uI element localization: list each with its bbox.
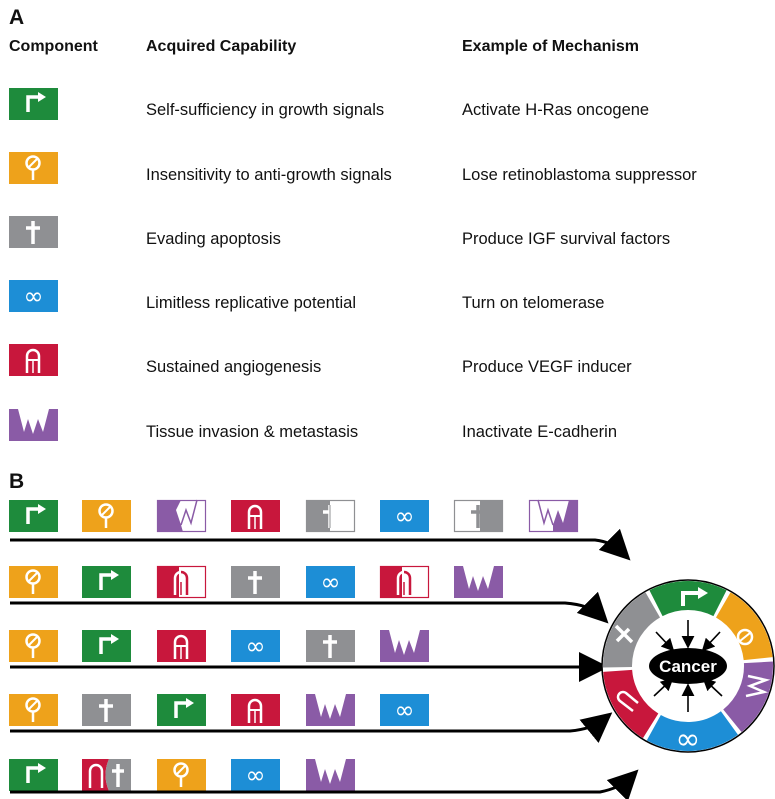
mechanism-text: Inactivate E-cadherin: [462, 423, 618, 441]
cancer-ellipse: [649, 648, 727, 684]
vessel-cross-combined-icon: [82, 759, 131, 791]
hub-stop-bar: [739, 632, 751, 642]
cancer-label: Cancer: [659, 657, 717, 676]
hub-anti-growth-segment: [716, 592, 773, 661]
capability-text: Tissue invasion & metastasis: [146, 423, 359, 441]
capability-text: Self-sufficiency in growth signals: [146, 101, 385, 119]
pathways: ∞ ∞ ∞ ∞ ∞: [9, 499, 579, 791]
infinity-icon: ∞: [231, 630, 280, 662]
mechanism-text: Lose retinoblastoma suppressor: [462, 166, 697, 184]
hub-infinity-glyph: ∞: [676, 722, 701, 757]
capability-text: Evading apoptosis: [146, 230, 281, 248]
mechanism-text: Activate H-Ras oncogene: [462, 101, 650, 119]
hub-inner-arrow: [655, 631, 675, 652]
capability-text: Limitless replicative potential: [146, 294, 357, 312]
stop-icon: [9, 694, 58, 726]
hub-inner-arrow: [653, 677, 674, 697]
growth-icon: [9, 500, 58, 532]
capability-header: Acquired Capability: [146, 38, 297, 55]
infinity-icon: ∞: [306, 566, 355, 598]
vessel-partial-icon: [156, 565, 207, 599]
hub-stop-glyph: [736, 628, 754, 646]
mechanism-text: Produce IGF survival factors: [462, 230, 671, 248]
anti-growth-stop-sign-icon: [9, 152, 58, 184]
mechanism-header: Example of Mechanism: [462, 38, 639, 55]
hub-growth-glyph: [681, 591, 700, 606]
stop-icon: [157, 759, 206, 791]
hub-angiogenesis-segment: [603, 669, 659, 739]
svg-text:∞: ∞: [321, 568, 341, 596]
svg-text:∞: ∞: [395, 502, 415, 530]
svg-text:∞: ∞: [246, 632, 266, 660]
invasion-icon: [306, 759, 355, 791]
hub-inner-arrow: [702, 677, 723, 697]
vessel-icon: [231, 694, 280, 726]
hub-inner-arrow: [701, 631, 721, 652]
panel-a-label: A: [9, 6, 25, 29]
growth-icon: [9, 759, 58, 791]
vessel-icon: [231, 500, 280, 532]
svg-text:∞: ∞: [246, 761, 266, 789]
capability-text: Sustained angiogenesis: [146, 358, 322, 376]
component-icons: ∞: [9, 88, 58, 441]
capability-text: Insensitivity to anti-growth signals: [146, 166, 392, 184]
growth-icon: [157, 694, 206, 726]
cancer-hub: ∞ Cancer: [601, 579, 775, 757]
invasion-icon: [306, 694, 355, 726]
infinity-icon: ∞: [380, 694, 429, 726]
hub-vessel-glyph: [616, 690, 639, 712]
hub-growth-segment: [649, 581, 727, 617]
invasion-icon: [454, 566, 503, 598]
hub-apoptosis-segment: [603, 592, 660, 668]
apoptosis-cross-icon: [9, 216, 58, 248]
vessel-icon: [157, 630, 206, 662]
hub-cross-bar: [615, 627, 631, 643]
pathway-arrow: [10, 528, 631, 561]
cross-icon: [231, 566, 280, 598]
mechanism-text: Turn on telomerase: [462, 294, 605, 312]
hub-growth-arrowhead: [698, 587, 708, 599]
growth-icon: [82, 566, 131, 598]
invasion-partial-icon: [156, 499, 207, 533]
growth-icon: [82, 630, 131, 662]
stop-icon: [82, 500, 131, 532]
stop-icon: [9, 566, 58, 598]
pathway-arrow: [10, 712, 613, 744]
invasion-icon: [380, 630, 429, 662]
hub-invasion-glyph: [745, 674, 771, 698]
growth-signal-arrow-icon: [9, 88, 58, 120]
panel-b-label: B: [9, 470, 25, 493]
svg-text:∞: ∞: [395, 696, 415, 724]
cross-icon: [306, 630, 355, 662]
hub-infinity-segment: [646, 711, 738, 751]
component-header: Component: [9, 38, 98, 55]
invasion-zigzag-icon: [9, 409, 58, 441]
angiogenesis-vessel-icon: [9, 344, 58, 376]
pathway-arrows: [10, 528, 639, 799]
cross-icon: [82, 694, 131, 726]
stop-icon: [9, 630, 58, 662]
vessel-partial2-icon: [379, 565, 430, 599]
mechanism-text: Produce VEGF inducer: [462, 358, 632, 376]
svg-text:∞: ∞: [24, 282, 44, 310]
infinity-icon: ∞: [380, 500, 429, 532]
infinity-icon: ∞: [9, 280, 58, 312]
invasion-outline-icon: [528, 499, 579, 533]
pathway-arrow: [10, 769, 639, 799]
cross-partial-icon: [305, 499, 356, 533]
infinity-icon: ∞: [231, 759, 280, 791]
pathway-arrow: [10, 591, 609, 624]
cross-outline-icon: [453, 499, 504, 533]
